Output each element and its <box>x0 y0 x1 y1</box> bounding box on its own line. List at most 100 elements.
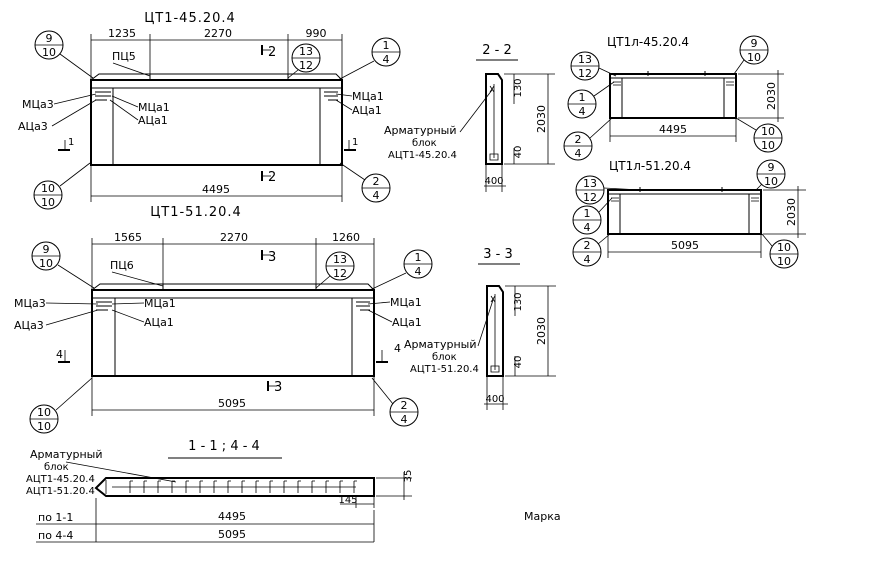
beam2-dim-mid: 2270 <box>220 231 248 244</box>
mini-ct1l-51: ЦТ1л-51.20.4 2030 5095 13 12 9 10 1 4 2 … <box>572 159 806 269</box>
sec33-h-total: 2030 <box>535 317 548 345</box>
beam2-c4: 4 <box>415 265 422 278</box>
beam2-mca3: МЦа3 <box>14 297 46 310</box>
beam1-c4: 4 <box>383 53 390 66</box>
sec33-label2: блок <box>432 352 457 363</box>
beam2-c2: 2 <box>401 399 408 412</box>
sec22-label3: АЦТ1-45.20.4 <box>388 150 457 161</box>
mini1-c4b: 4 <box>575 147 582 160</box>
beam1-cut-right: 1 <box>352 137 358 148</box>
sec33-h2: 40 <box>513 356 524 369</box>
mini1-c12: 12 <box>578 67 592 80</box>
sec11-title: 1 - 1 ; 4 - 4 <box>188 439 260 454</box>
beam1-c9: 9 <box>46 32 53 45</box>
sec22-h-total: 2030 <box>535 105 548 133</box>
mini1-c13: 13 <box>578 53 592 66</box>
beam2-c1: 1 <box>415 251 422 264</box>
beam1-total: 4495 <box>202 183 230 196</box>
beam2-mca1-left: МЦа1 <box>144 297 176 310</box>
sec11-label1: Арматурный <box>30 448 102 461</box>
beam1-c13: 13 <box>299 45 313 58</box>
beam1-section-top: 2 <box>268 45 276 60</box>
sec11-end: 145 <box>338 495 357 506</box>
beam2-aca1-right: АЦа1 <box>392 316 422 329</box>
beam1-aca1-right: АЦа1 <box>352 104 382 117</box>
mini2-c4b: 4 <box>584 253 591 266</box>
beam1-mca3: МЦа3 <box>22 98 54 111</box>
beam1-cut-left: 1 <box>68 137 74 148</box>
beam1-dim-mid: 2270 <box>204 27 232 40</box>
mini2-c12: 12 <box>583 191 597 204</box>
mini2-height: 2030 <box>785 198 798 226</box>
beam2-aca3: АЦа3 <box>14 319 44 332</box>
sec22-h2: 40 <box>513 146 524 159</box>
beam1-dim-left: 1235 <box>108 27 136 40</box>
sec11-label4: АЦТ1-51.20.4 <box>26 486 95 497</box>
mini1-c9: 9 <box>751 37 758 50</box>
sec11-row2-label: по 4-4 <box>38 529 73 542</box>
mini2-c13: 13 <box>583 177 597 190</box>
sec11-row1-value: 4495 <box>218 510 246 523</box>
sec33-label3: АЦТ1-51.20.4 <box>410 364 479 375</box>
beam1-c10a: 10 <box>41 182 55 195</box>
beam2-c12: 12 <box>333 267 347 280</box>
sec22-w: 400 <box>484 176 503 187</box>
beam1-aca1-left: АЦа1 <box>138 114 168 127</box>
beam2-section-bottom: 3 <box>274 380 282 395</box>
beam1-loop-label: ПЦ5 <box>112 50 136 63</box>
sec22-h1: 130 <box>513 78 524 97</box>
beam-ct1-45: ЦТ1-45.20.4 1235 2270 990 ПЦ5 2 2 1 <box>18 11 401 210</box>
beam1-c10b: 10 <box>41 196 55 209</box>
sec33-title: 3 - 3 <box>483 247 513 262</box>
sec22-label2: блок <box>412 138 437 149</box>
beam1-c1: 1 <box>383 39 390 52</box>
beam2-section-top: 3 <box>268 250 276 265</box>
mini2-c10a: 10 <box>777 241 791 254</box>
beam2-c9: 9 <box>43 243 50 256</box>
beam-ct1-51: ЦТ1-51.20.4 1565 2270 1260 ПЦ6 3 3 4 4 9 <box>14 205 433 434</box>
mini2-c2: 2 <box>584 239 591 252</box>
beam2-c10: 10 <box>39 257 53 270</box>
sec11-h: 35 <box>403 470 414 483</box>
beam2-c10a: 10 <box>37 406 51 419</box>
mini2-length: 5095 <box>671 239 699 252</box>
mini1-c10: 10 <box>747 51 761 64</box>
mini-ct1l-45: ЦТ1л-45.20.4 2030 4495 13 12 9 10 1 4 2 … <box>563 35 784 161</box>
beam2-dim-right: 1260 <box>332 231 360 244</box>
beam1-c12: 12 <box>299 59 313 72</box>
sec11-stirrups <box>129 480 357 493</box>
mini1-length: 4495 <box>659 123 687 136</box>
sec33-h1: 130 <box>513 292 524 311</box>
beam2-dim-left: 1565 <box>114 231 142 244</box>
beam2-total: 5095 <box>218 397 246 410</box>
section-3-3: 3 - 3 130 2030 40 400 Арматурный блок АЦ… <box>404 247 556 410</box>
mini1-c10a: 10 <box>761 125 775 138</box>
beam1-title: ЦТ1-45.20.4 <box>144 11 236 26</box>
beam2-cut-left: 4 <box>56 348 63 361</box>
mini2-title: ЦТ1л-51.20.4 <box>609 159 691 173</box>
sec33-w: 400 <box>485 394 504 405</box>
beam2-loop-label: ПЦ6 <box>110 259 134 272</box>
beam1-mca1-right: МЦа1 <box>352 90 384 103</box>
beam1-mca1-left: МЦа1 <box>138 101 170 114</box>
marka-label: Марка <box>524 510 561 523</box>
mini2-c1: 1 <box>584 207 591 220</box>
sec11-label3: АЦТ1-45.20.4 <box>26 474 95 485</box>
beam1-c10: 10 <box>42 46 56 59</box>
beam1-aca3: АЦа3 <box>18 120 48 133</box>
section-2-2: 2 - 2 130 2030 40 400 Арматурный блок АЦ… <box>384 43 555 192</box>
beam2-cut-right: 4 <box>394 342 401 355</box>
mini1-c2: 2 <box>575 133 582 146</box>
sec11-row1-label: по 1-1 <box>38 511 73 524</box>
mini2-c4: 4 <box>584 221 591 234</box>
beam1-section-bottom: 2 <box>268 170 276 185</box>
mini1-c10b: 10 <box>761 139 775 152</box>
sec11-row2-value: 5095 <box>218 528 246 541</box>
beam1-dim-right: 990 <box>306 27 327 40</box>
beam1-c4b: 4 <box>373 189 380 202</box>
mini1-c4: 4 <box>579 105 586 118</box>
beam2-c4b: 4 <box>401 413 408 426</box>
mini2-c10b: 10 <box>777 255 791 268</box>
mini1-height: 2030 <box>765 82 778 110</box>
